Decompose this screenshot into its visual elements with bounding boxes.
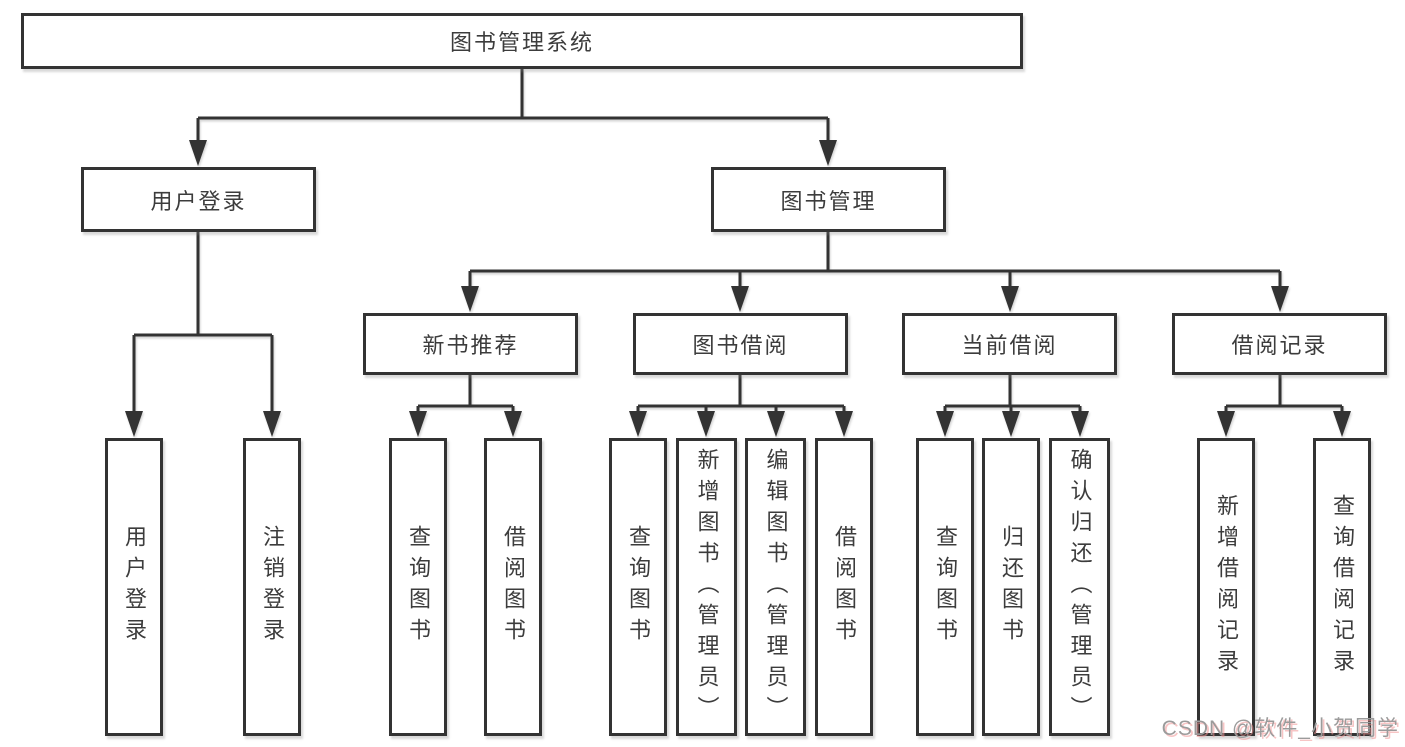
node-leaf-logout: 注销登录 <box>243 438 301 736</box>
node-leaf-borrow-books: 借阅图书 <box>815 438 873 736</box>
node-library-management-system: 图书管理系统 <box>21 13 1023 69</box>
node-leaf-edit-books-admin: 编辑图书（管理员） <box>745 438 806 736</box>
node-leaf-add-books-admin: 新增图书（管理员） <box>676 438 737 736</box>
node-leaf-query-borrow-record: 查询借阅记录 <box>1313 438 1371 736</box>
node-leaf-query-books-recommend: 查询图书 <box>389 438 447 736</box>
node-leaf-query-books-current: 查询图书 <box>916 438 974 736</box>
node-book-management: 图书管理 <box>711 167 946 232</box>
node-leaf-query-books-borrow: 查询图书 <box>609 438 667 736</box>
node-book-borrow: 图书借阅 <box>633 313 848 375</box>
node-borrow-records: 借阅记录 <box>1172 313 1387 375</box>
node-leaf-borrow-books-recommend: 借阅图书 <box>484 438 542 736</box>
node-leaf-user-login: 用户登录 <box>105 438 163 736</box>
node-leaf-confirm-return-admin: 确认归还（管理员） <box>1049 438 1110 736</box>
node-leaf-add-borrow-record: 新增借阅记录 <box>1197 438 1255 736</box>
csdn-watermark: CSDN @软件_小贺同学 <box>1161 717 1399 740</box>
arrowheads <box>125 140 1351 437</box>
node-leaf-return-books: 归还图书 <box>982 438 1040 736</box>
node-user-login: 用户登录 <box>81 167 316 232</box>
node-new-book-recommend: 新书推荐 <box>363 313 578 375</box>
node-current-borrow: 当前借阅 <box>902 313 1117 375</box>
